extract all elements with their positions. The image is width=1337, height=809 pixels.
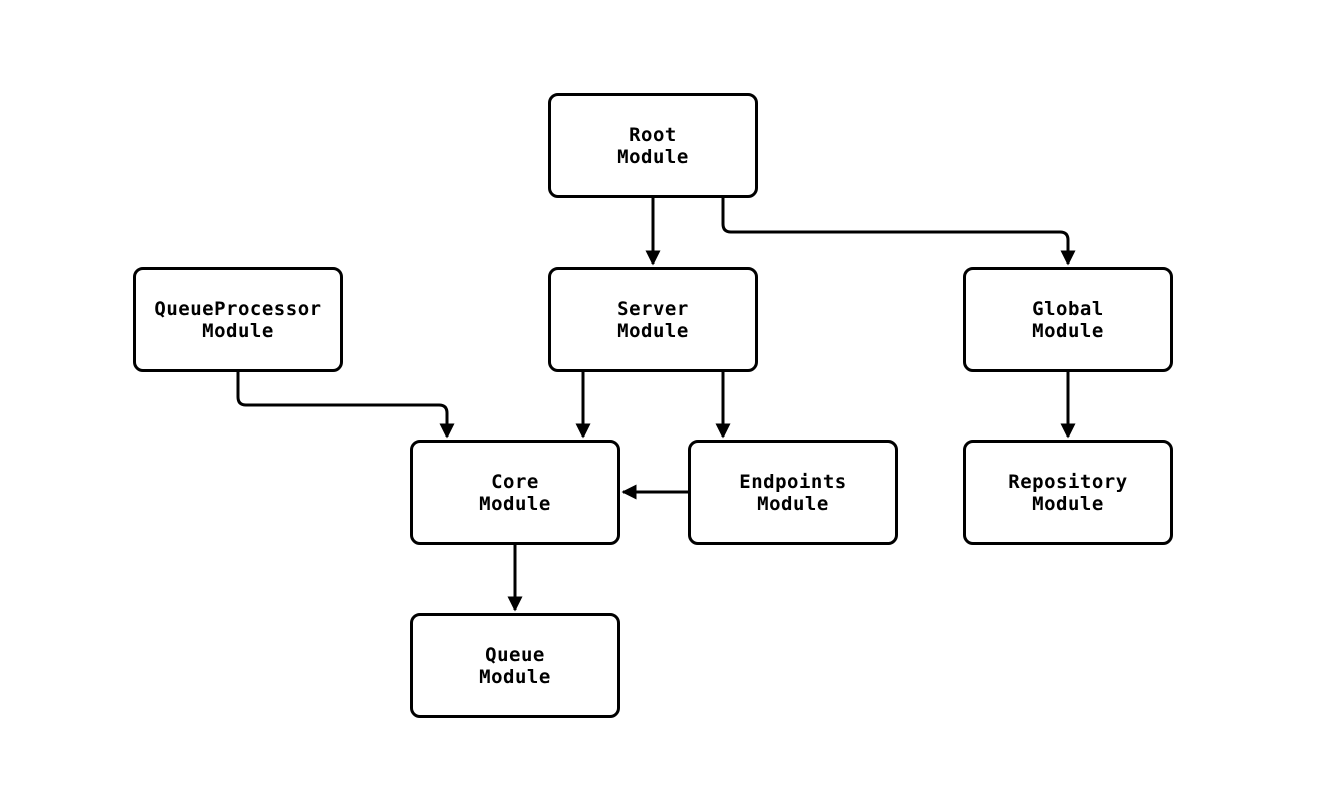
node-repository-module: Repository Module: [963, 440, 1173, 545]
edge-root-to-global: [721, 198, 1076, 266]
node-queueprocessor-module: QueueProcessor Module: [133, 267, 343, 372]
node-root-module: Root Module: [548, 93, 758, 198]
node-server-module: Server Module: [548, 267, 758, 372]
node-endpoints-module: Endpoints Module: [688, 440, 898, 545]
node-global-module: Global Module: [963, 267, 1173, 372]
node-queue-module: Queue Module: [410, 613, 620, 718]
node-core-module: Core Module: [410, 440, 620, 545]
edge-queueprocessor-to-core: [236, 372, 455, 439]
